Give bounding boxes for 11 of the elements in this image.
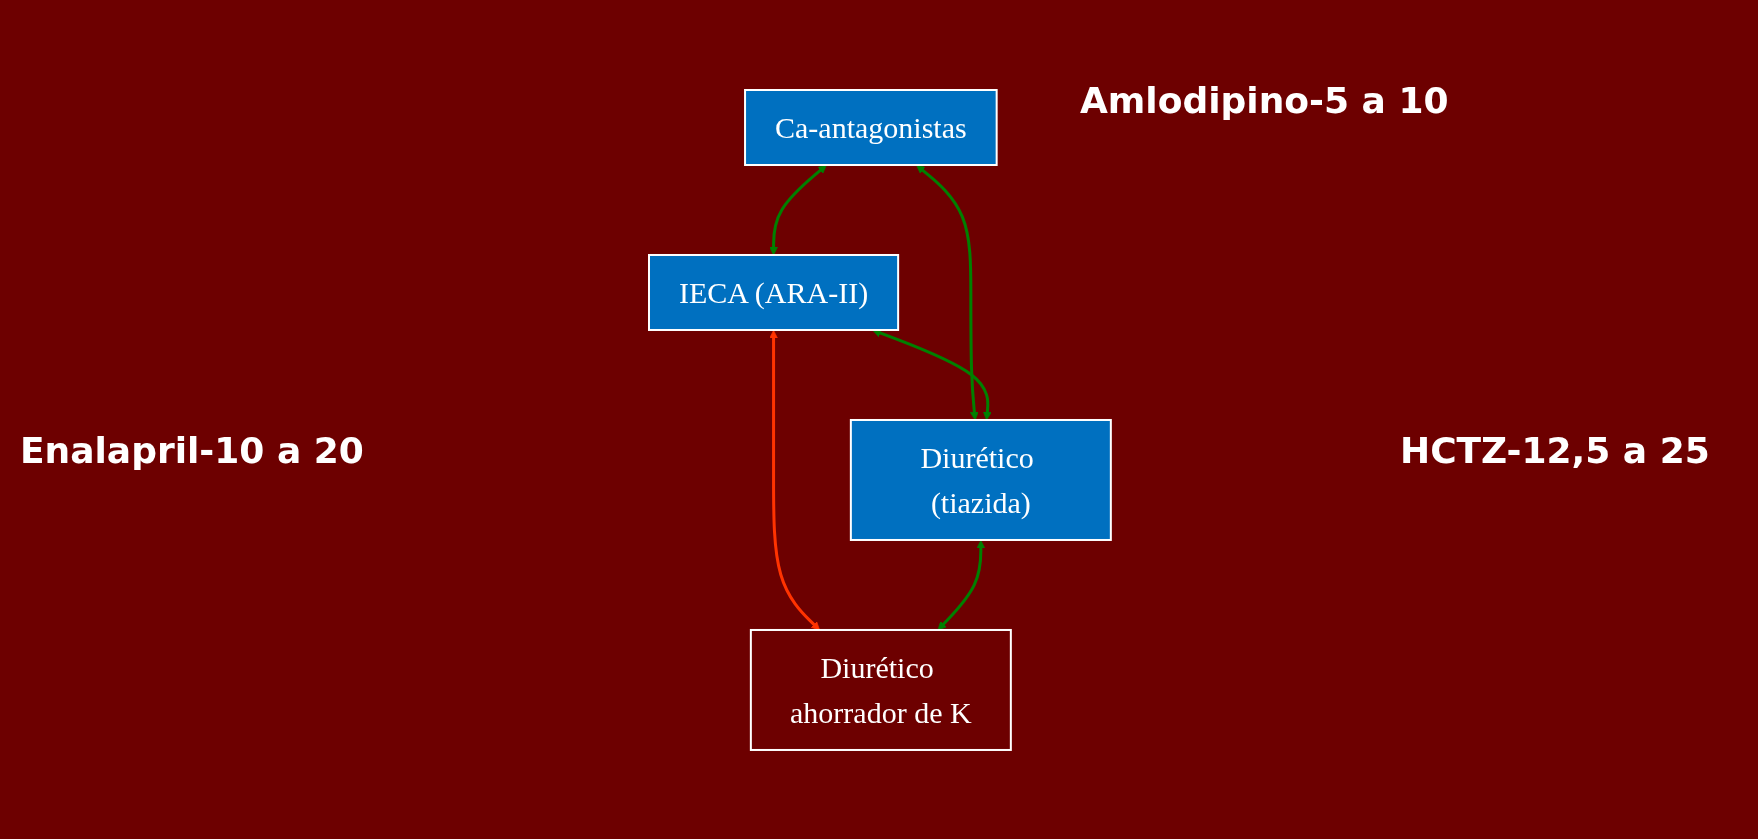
node-box: Ca-antagonistas — [744, 89, 998, 166]
dose-note: Amlodipino-5 a 10 — [1080, 80, 1449, 121]
node-box: Diurético (tiazida) — [849, 419, 1112, 541]
dose-note: Enalapril-10 a 20 — [20, 430, 364, 471]
dose-note: HCTZ-12,5 a 25 — [1400, 430, 1710, 471]
node-box: IECA (ARA-II) — [648, 254, 900, 331]
arrow — [916, 164, 979, 421]
arrow — [769, 164, 827, 256]
arrow — [769, 330, 820, 631]
node-box: Diurético ahorrador de K — [749, 629, 1012, 751]
arrow — [937, 540, 986, 631]
